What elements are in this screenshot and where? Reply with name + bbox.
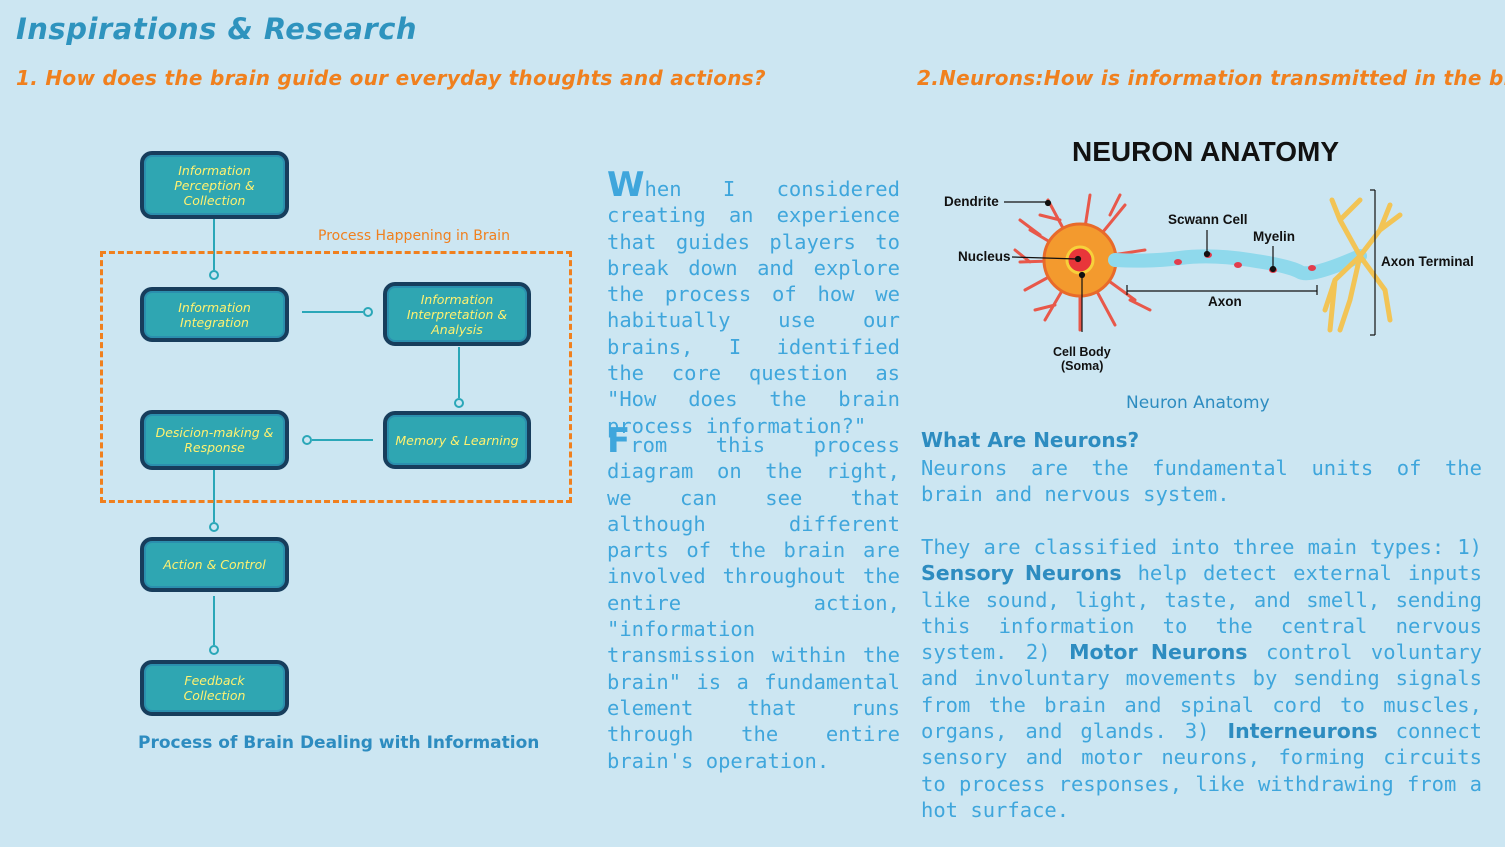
neuron-caption: Neuron Anatomy xyxy=(1126,393,1270,413)
paragraph-diagram-text: rom this process diagram on the right, w… xyxy=(607,433,900,773)
flow-connectors xyxy=(209,218,464,655)
type-interneuron: Interneurons xyxy=(1227,719,1378,744)
paragraph-neuron-types: They are classified into three main type… xyxy=(921,534,1482,823)
neuron-illustration xyxy=(1004,189,1403,336)
paragraph-neurons-intro: Neurons are the fundamental units of the… xyxy=(921,456,1482,507)
paragraph-intro-text: hen I considered creating an experience … xyxy=(607,177,900,438)
type-number: 1) xyxy=(1457,535,1483,559)
page-title: Inspirations & Research xyxy=(16,12,418,46)
drop-cap: W xyxy=(607,165,645,205)
label-cell-body: Cell Body xyxy=(1053,345,1111,359)
types-intro: They are classified into three main type… xyxy=(921,535,1445,559)
paragraph-intro: When I considered creating an experience… xyxy=(607,168,900,439)
neuron-title: NEURON ANATOMY xyxy=(1072,136,1340,167)
axon-shape xyxy=(1108,249,1367,281)
type-number: 2) xyxy=(1025,640,1070,665)
node-decision: Desicion-making & Response xyxy=(140,410,289,470)
axon-terminal-shape xyxy=(1322,197,1403,333)
node-action: Action & Control xyxy=(140,537,289,592)
node-memory: Memory & Learning xyxy=(383,411,531,469)
label-axon-terminal: Axon Terminal xyxy=(1381,254,1474,269)
region-label: Process Happening in Brain xyxy=(318,228,510,244)
node-interpretation: Information Interpretation & Analysis xyxy=(383,282,531,346)
paragraph-diagram: From this process diagram on the right, … xyxy=(607,424,900,774)
type-motor: Motor Neurons xyxy=(1069,640,1248,665)
label-nucleus: Nucleus xyxy=(958,249,1011,264)
section-heading: What Are Neurons? xyxy=(921,428,1140,452)
question-2: 2.Neurons:How is information transmitted… xyxy=(917,66,1505,90)
node-feedback: Feedback Collection xyxy=(140,660,289,716)
node-perception: Information Perception & Collection xyxy=(140,151,289,219)
brain-process-region xyxy=(100,251,572,503)
type-motor-desc: control voluntary and involuntary moveme… xyxy=(921,640,1482,744)
label-axon: Axon xyxy=(1208,294,1242,309)
node-integration: Information Integration xyxy=(140,287,289,342)
label-soma: (Soma) xyxy=(1061,359,1104,373)
type-sensory-desc: help detect external inputs like sound, … xyxy=(921,561,1482,665)
diagram-caption: Process of Brain Dealing with Informatio… xyxy=(138,733,540,753)
label-dendrite: Dendrite xyxy=(944,194,999,209)
label-schwann: Scwann Cell xyxy=(1168,212,1248,227)
type-number: 3) xyxy=(1184,719,1228,744)
type-sensory: Sensory Neurons xyxy=(921,561,1122,586)
label-myelin: Myelin xyxy=(1253,229,1296,244)
drop-cap: F xyxy=(607,421,631,461)
question-1: 1. How does the brain guide our everyday… xyxy=(16,66,766,90)
type-interneuron-desc: connect sensory and motor neurons, formi… xyxy=(921,719,1483,822)
